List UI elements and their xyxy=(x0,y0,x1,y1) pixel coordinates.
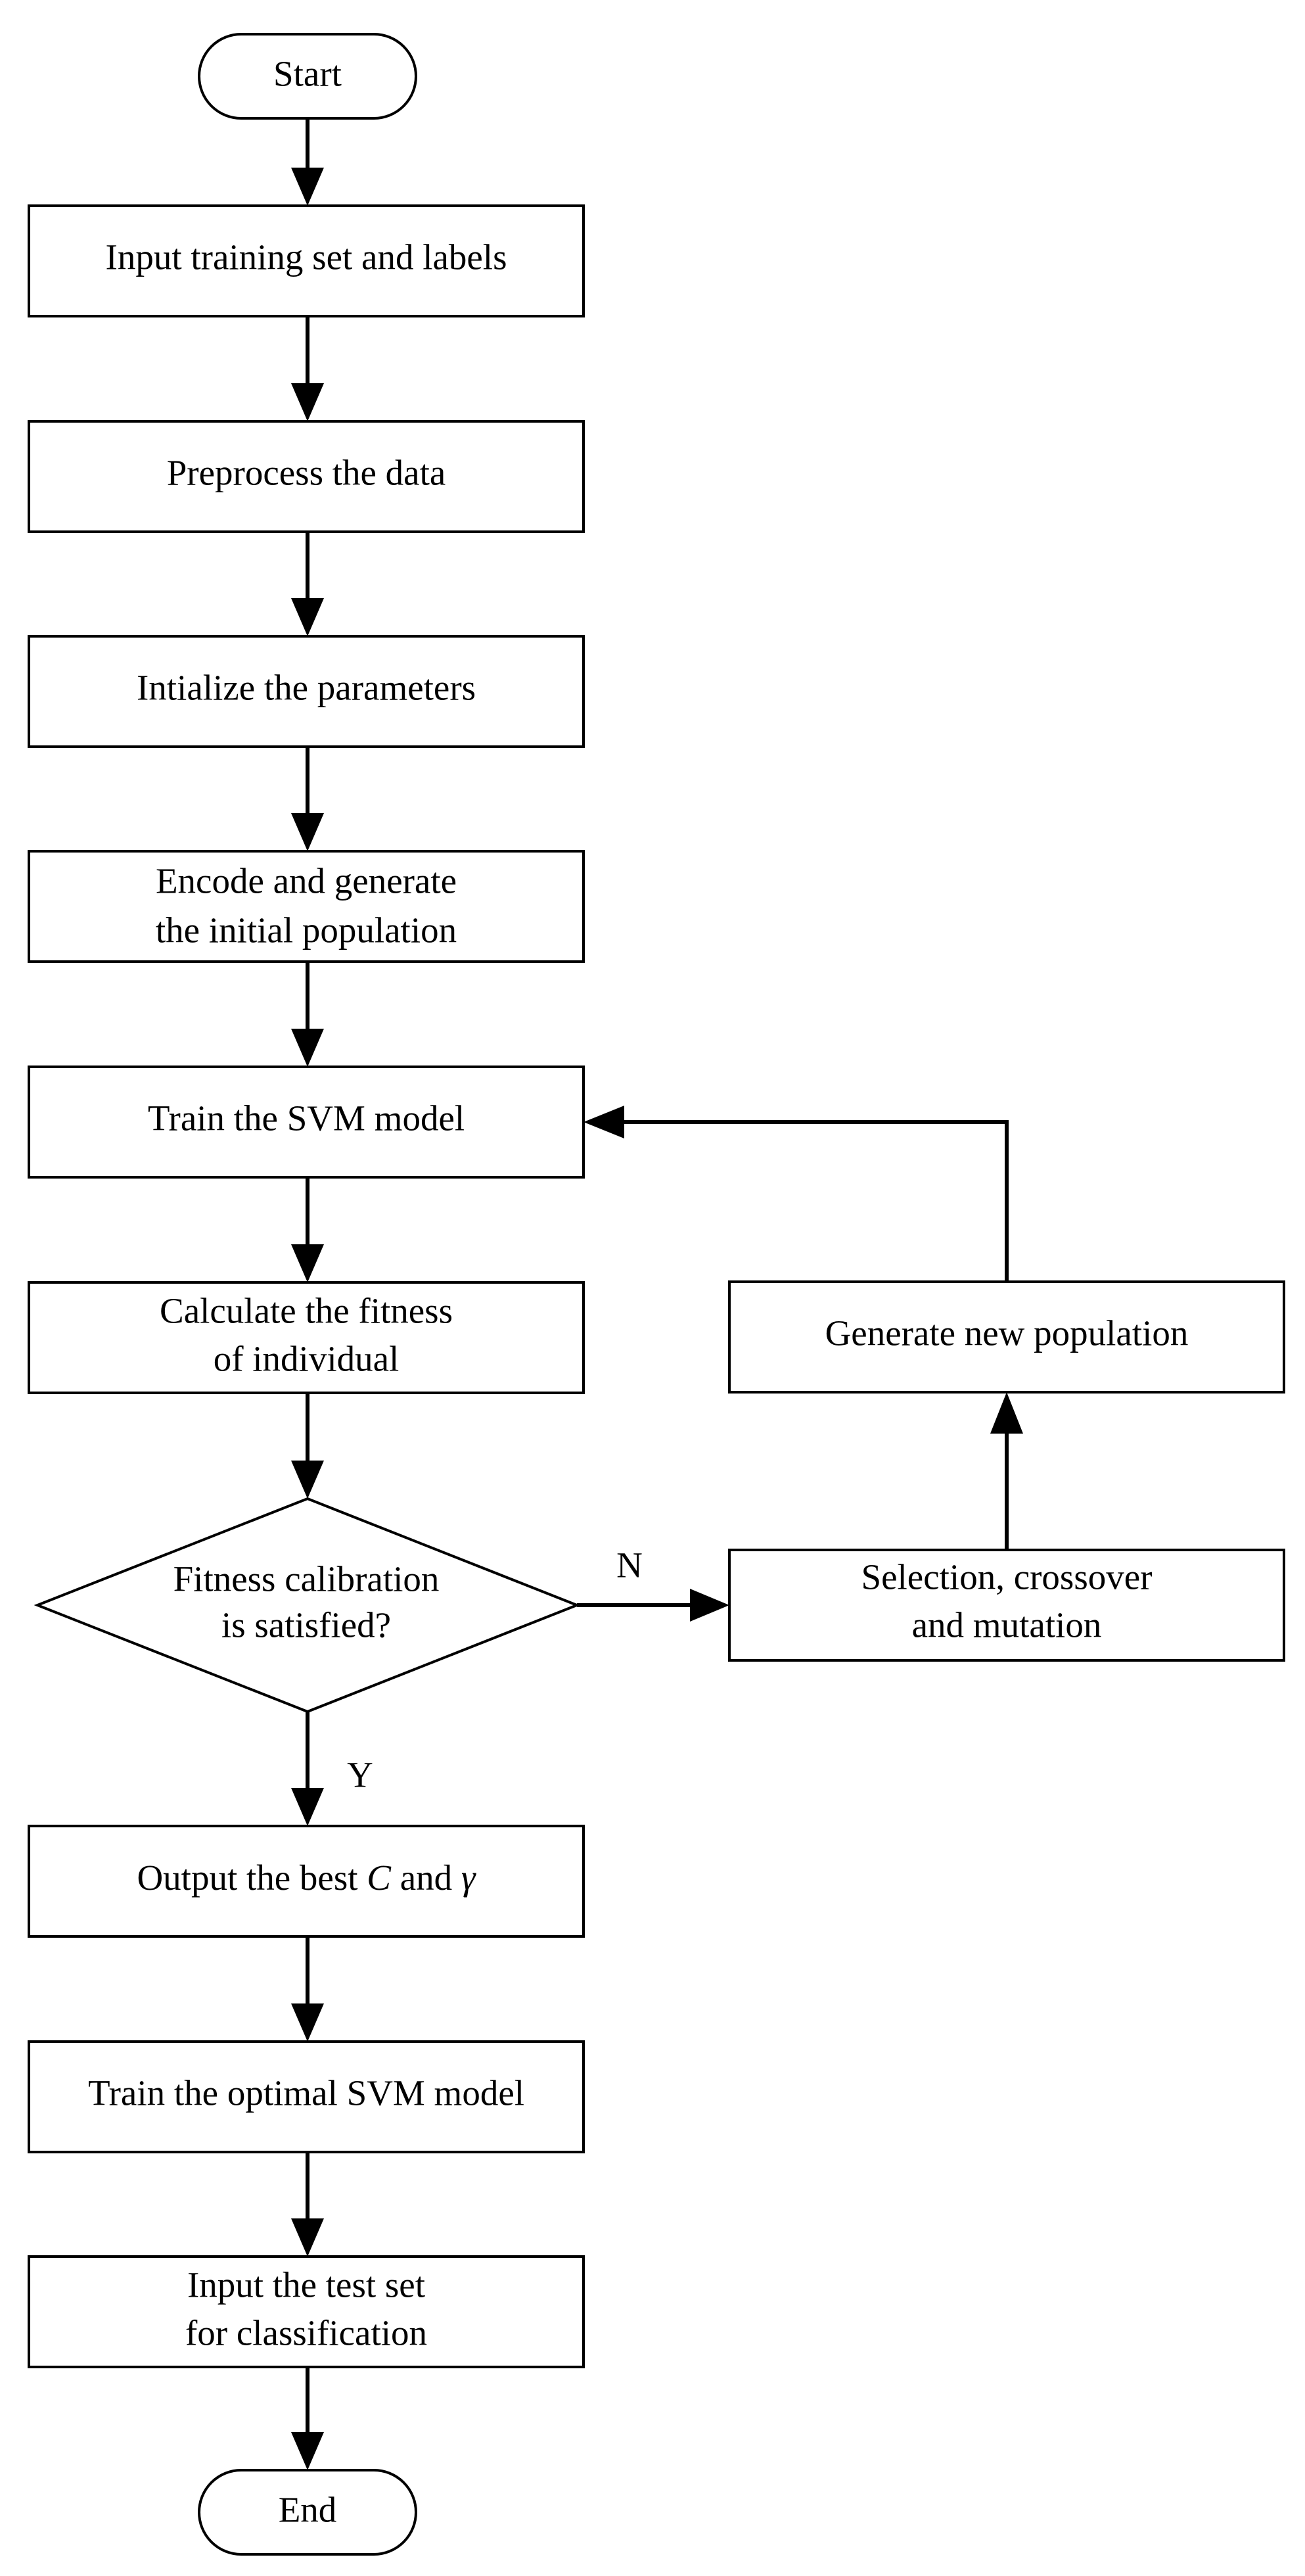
arrowhead-decision xyxy=(291,1461,324,1499)
arrowhead-train xyxy=(291,1029,324,1067)
test-box xyxy=(28,2255,585,2368)
arrowhead-optimal xyxy=(291,2003,324,2042)
fitness-label-line2: of individual xyxy=(214,1339,400,1379)
loop-back-connector xyxy=(624,1120,1009,1282)
arrowhead-test xyxy=(291,2218,324,2257)
arrowhead-initialize xyxy=(291,598,324,636)
end-terminal xyxy=(198,2469,417,2556)
selection-box xyxy=(728,1549,1285,1662)
encode-box xyxy=(28,850,585,963)
arrowhead-loop-back xyxy=(584,1106,624,1138)
initialize-box xyxy=(28,635,585,748)
yes-label: Y xyxy=(347,1755,373,1795)
arrowhead-end xyxy=(291,2432,324,2470)
output-box xyxy=(28,1825,585,1938)
arrowhead-selection xyxy=(690,1589,729,1622)
preprocess-label: Preprocess the data xyxy=(167,453,446,493)
arrowhead-output xyxy=(291,1788,324,1826)
generate-label: Generate new population xyxy=(825,1313,1189,1353)
output-and: and xyxy=(391,1858,461,1898)
decision-label-line1: Fitness calibration xyxy=(173,1559,440,1599)
fitness-label-line1: Calculate the fitness xyxy=(160,1291,453,1331)
selection-label-line2: and mutation xyxy=(912,1605,1102,1645)
input-training-label: Input training set and labels xyxy=(106,237,507,277)
initialize-label: Intialize the parameters xyxy=(137,668,476,708)
output-label: Output the best C and γ xyxy=(137,1858,476,1898)
test-label-line1: Input the test set xyxy=(187,2265,425,2305)
encode-label-line1: Encode and generate xyxy=(156,861,457,901)
test-label-line2: for classification xyxy=(185,2313,427,2353)
arrowhead-fitness xyxy=(291,1244,324,1282)
train-optimal-label: Train the optimal SVM model xyxy=(88,2073,524,2113)
fitness-box xyxy=(28,1281,585,1394)
output-prefix: Output the best xyxy=(137,1858,367,1898)
generate-box xyxy=(728,1280,1285,1393)
train-svm-label: Train the SVM model xyxy=(148,1098,465,1138)
start-label: Start xyxy=(273,54,342,94)
arrowhead-input xyxy=(291,168,324,206)
input-training-box xyxy=(28,204,585,317)
selection-label-line1: Selection, crossover xyxy=(861,1557,1153,1597)
encode-label-line2: the initial population xyxy=(156,910,457,950)
output-gamma-symbol: γ xyxy=(461,1858,476,1898)
output-c-symbol: C xyxy=(367,1858,392,1898)
train-optimal-box xyxy=(28,2040,585,2153)
no-label: N xyxy=(616,1545,643,1585)
arrowhead-encode xyxy=(291,813,324,851)
arrowhead-preprocess xyxy=(291,383,324,421)
arrowhead-generate xyxy=(990,1392,1023,1434)
end-label: End xyxy=(279,2490,337,2530)
decision-label-line2: is satisfied? xyxy=(221,1605,391,1645)
